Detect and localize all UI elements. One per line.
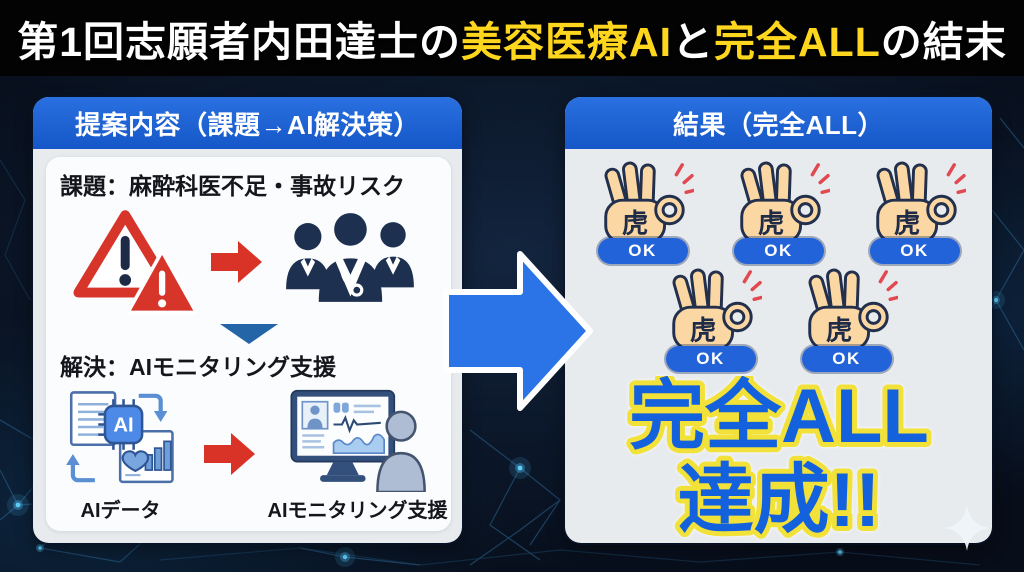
result-panel-header: 結果（完全ALL） [565, 97, 992, 149]
title-part3: の結末 [880, 19, 1007, 65]
flow-arrow-icon [443, 251, 593, 411]
ok-badge: OK [597, 238, 688, 265]
title-part2: と [672, 19, 715, 65]
ok-hand-stamp: 虎 OK [726, 159, 832, 265]
hand-character: 虎 [893, 209, 919, 239]
solution-icon-row: AI AIデータ [50, 384, 448, 523]
proposal-card: 課題：麻酔科医不足・事故リスク [46, 157, 451, 531]
observer-person-icon [375, 410, 426, 492]
problem-icon-row [72, 203, 425, 321]
ok-hand-stamp: 虎 OK [862, 159, 968, 265]
hand-character: 虎 [621, 209, 647, 239]
hand-character: 虎 [757, 209, 783, 239]
result-big-line1: 完全ALL [629, 376, 929, 459]
result-panel-body: 虎 OK [565, 149, 992, 543]
solution-text: 解決：AIモニタリング支援 [60, 354, 336, 380]
ok-hand-stamp: 虎 OK [590, 159, 696, 265]
title-banner: 第1回志願者内田達士の美容医療AIと完全ALLの結末 [0, 0, 1024, 76]
problem-text: 課題：麻酔科医不足・事故リスク [60, 173, 405, 199]
ok-hand-icon: 虎 [807, 268, 898, 352]
ok-hand-icon: 虎 [875, 161, 966, 244]
proposal-panel: 提案内容（課題→AI解決策） 課題：麻酔科医不足・事故リスク [33, 97, 462, 543]
result-big-line2: 達成!! [677, 458, 880, 543]
ok-badge: OK [801, 345, 892, 372]
hand-character: 虎 [825, 316, 851, 346]
ok-badge: OK [665, 345, 756, 372]
ai-chip-label: AI [113, 414, 133, 436]
ai-monitoring-figure: AIモニタリング支援 [268, 384, 448, 523]
medical-staff-icon [285, 213, 414, 302]
ok-hand-icon: 虎 [603, 161, 694, 244]
ok-hand-icon: 虎 [739, 161, 830, 244]
title-part1: 第1回志願者内田達士の [17, 19, 462, 65]
title-highlight1: 美容医療AI [461, 19, 673, 65]
down-arrow-icon [219, 324, 278, 344]
stamp-row-1: 虎 OK [565, 159, 992, 265]
result-big-text: 完全ALL 達成!! [624, 376, 934, 543]
ai-data-figure: AI AIデータ [50, 384, 192, 523]
title-highlight2: 完全ALL [714, 19, 881, 65]
ok-badge: OK [733, 238, 824, 265]
ai-data-caption: AIデータ [80, 500, 161, 522]
page-title: 第1回志願者内田達士の美容医療AIと完全ALLの結末 [17, 8, 1007, 68]
stamp-row-2: 虎 OK [565, 266, 992, 372]
ok-hand-icon: 虎 [671, 268, 762, 352]
red-arrow-icon [203, 432, 255, 475]
ai-monitoring-caption: AIモニタリング支援 [267, 500, 448, 522]
ai-data-icon: AI [65, 391, 174, 484]
proposal-panel-header: 提案内容（課題→AI解決策） [33, 97, 462, 149]
sparkle-icon [944, 505, 990, 551]
proposal-panel-body: 課題：麻酔科医不足・事故リスク [33, 149, 462, 543]
ai-monitoring-icon [290, 389, 426, 492]
result-panel: 結果（完全ALL） [565, 97, 992, 543]
ai-chip-icon [103, 404, 143, 445]
red-arrow-icon [210, 241, 262, 283]
ok-badge: OK [869, 238, 960, 265]
ok-hand-stamp: 虎 OK [658, 266, 764, 372]
warning-triangles-icon [72, 210, 198, 315]
ok-hand-stamp: 虎 OK [794, 266, 900, 372]
hand-character: 虎 [689, 316, 715, 346]
